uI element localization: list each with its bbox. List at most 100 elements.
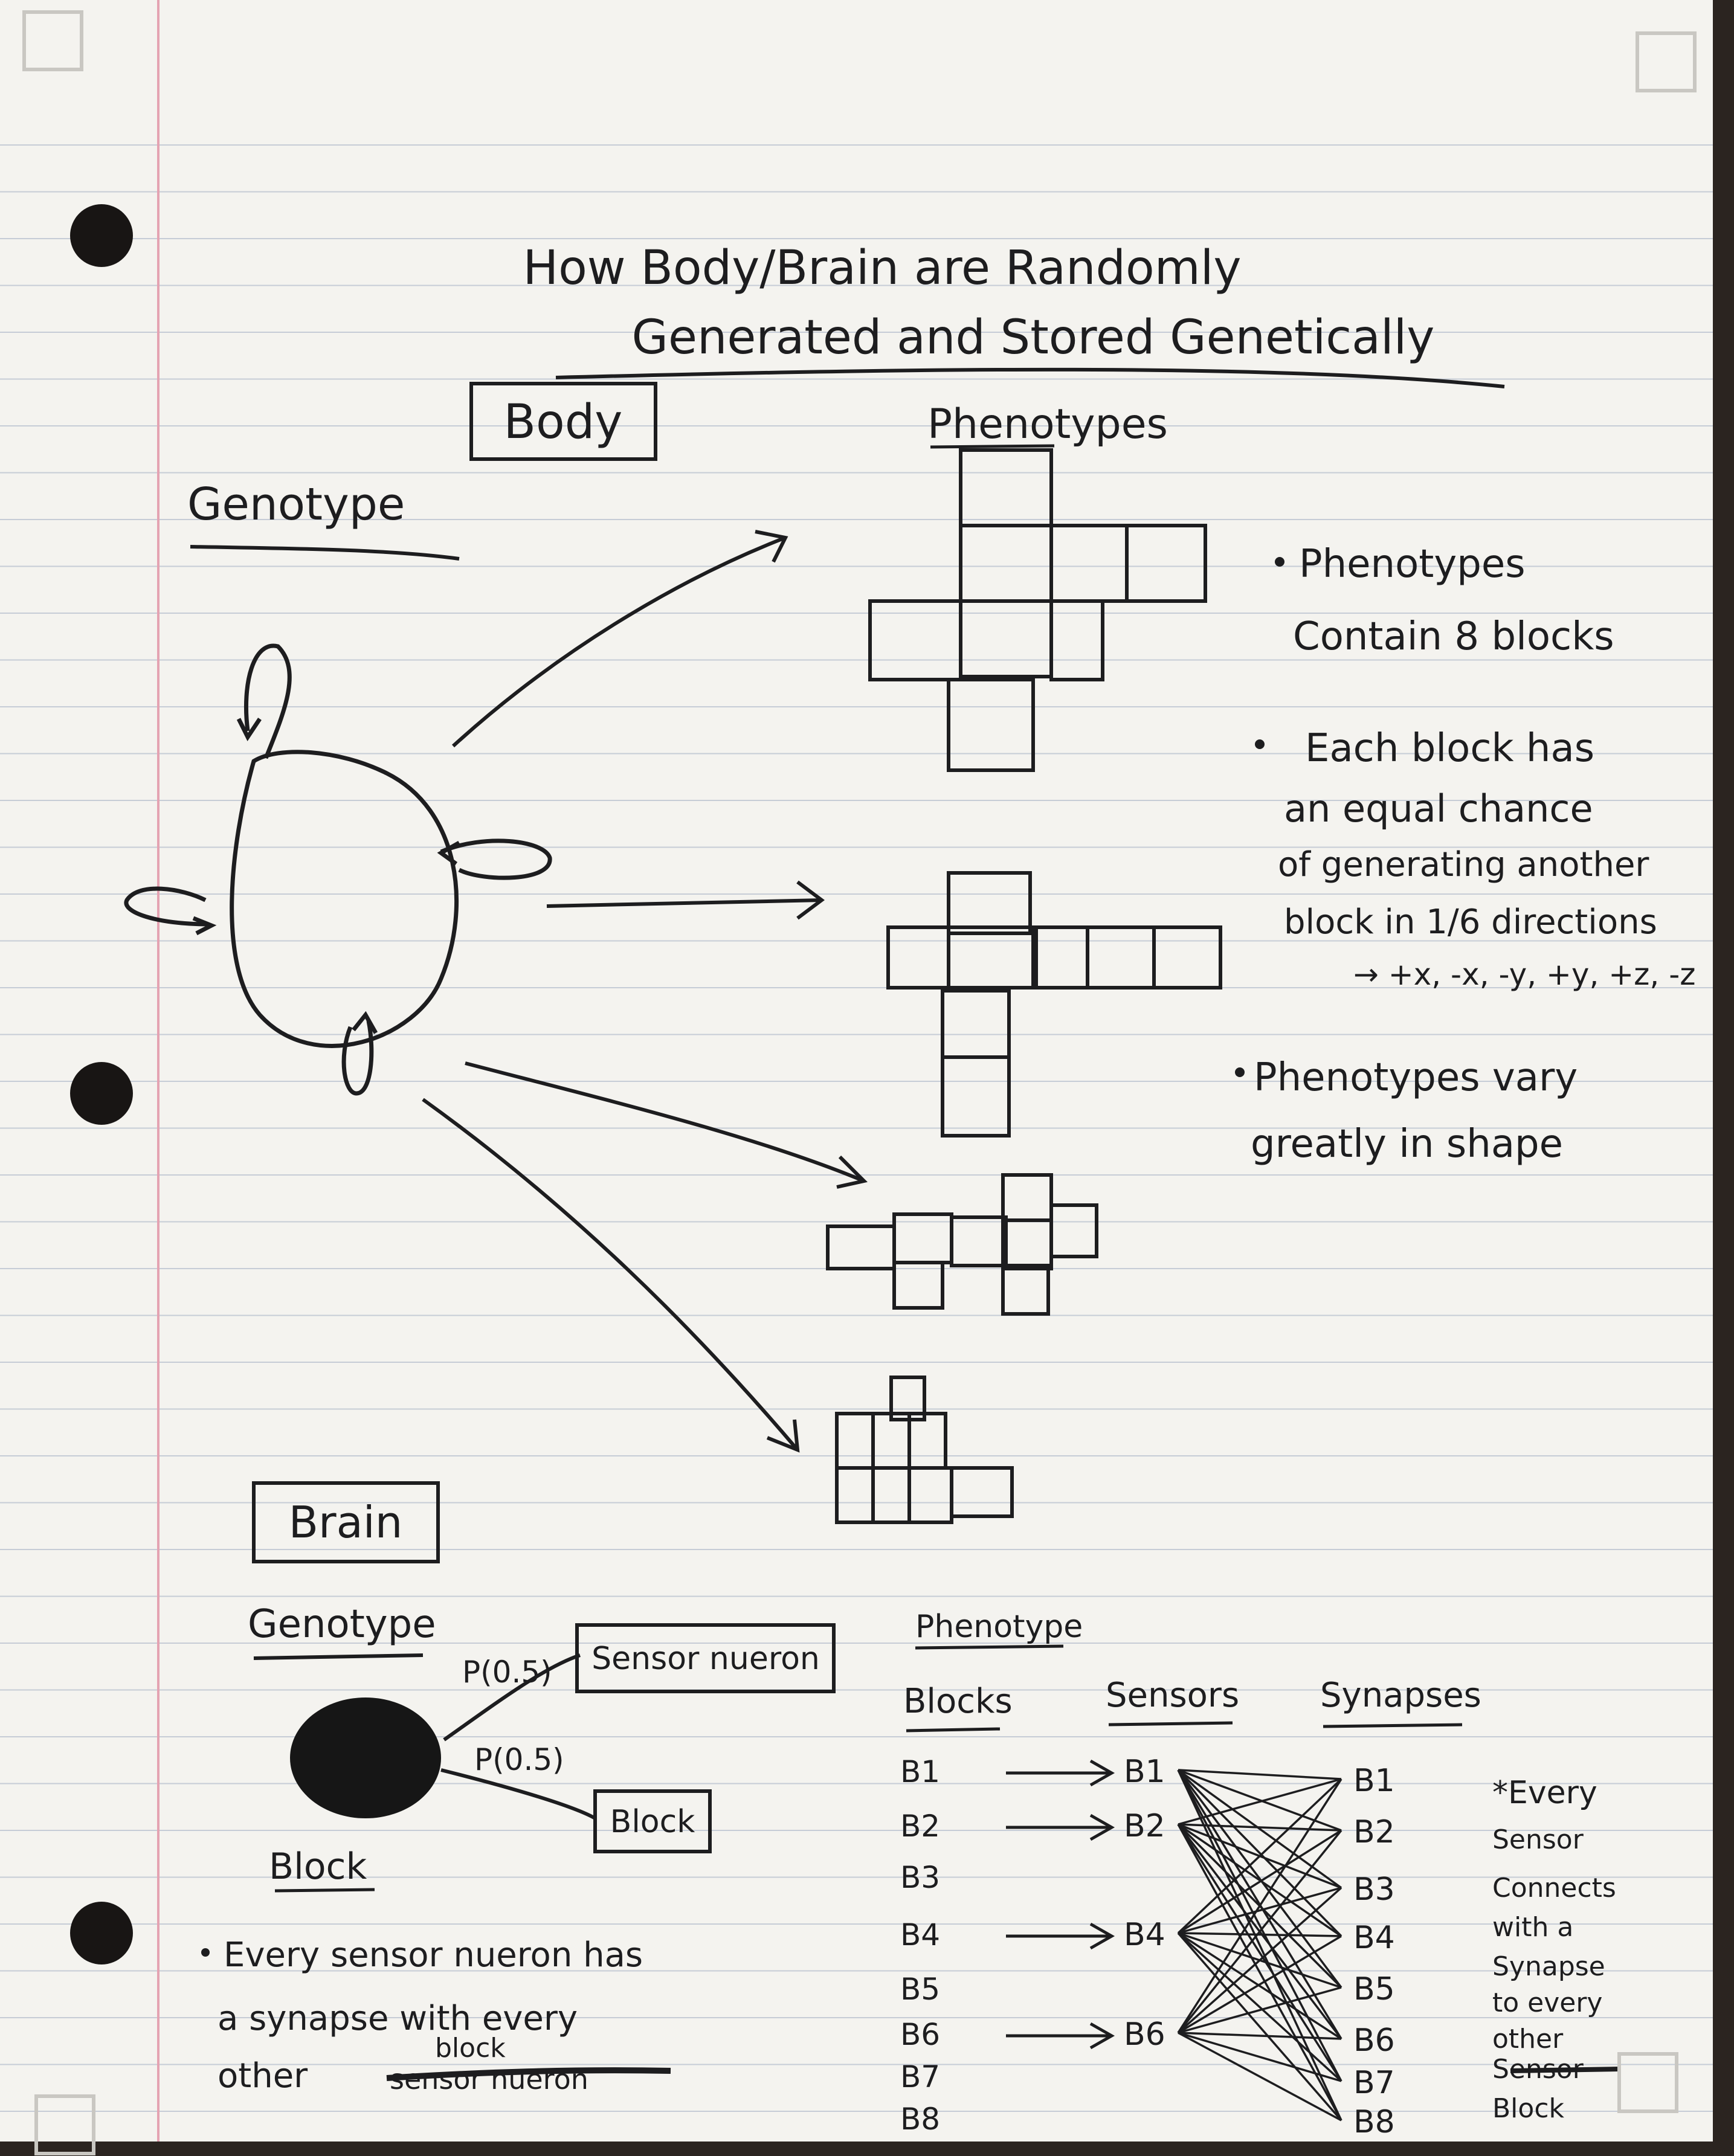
synapse-line <box>1178 1769 1342 1780</box>
corner-marker-top-right <box>1636 31 1697 92</box>
phenotype-3 <box>826 1173 1098 1316</box>
side-note-strike <box>1510 2067 1620 2073</box>
self-loop-left-arrowhead <box>192 916 217 936</box>
title-underline <box>555 367 1505 388</box>
phenotype-block <box>950 1466 1014 1518</box>
side-note-line: Connects <box>1492 1873 1616 1903</box>
synapse-label: B7 <box>1353 2065 1395 2101</box>
synapse-line <box>1177 1769 1342 2082</box>
corner-marker-bottom-left <box>34 2094 95 2155</box>
prob-sensor: P(0.5) <box>462 1655 552 1690</box>
body-heading: Body <box>504 395 623 449</box>
side-note-line: *Every <box>1492 1775 1597 1811</box>
self-loop-right-arrowhead <box>437 840 460 866</box>
brain-heading: Brain <box>289 1497 403 1548</box>
brain-phenotype-underline <box>915 1644 1064 1650</box>
synapse-line <box>1178 1778 1342 1826</box>
arrow-to-phenotype-4-head <box>766 1419 800 1453</box>
synapse-label: B6 <box>1353 2022 1395 2059</box>
synapse-line <box>1178 1932 1342 1937</box>
synapse-label: B8 <box>1353 2104 1395 2140</box>
body-phenotypes-label: Phenotypes <box>927 401 1168 448</box>
phenotype-4 <box>835 1376 1014 1524</box>
block-label: B2 <box>900 1809 940 1844</box>
strike-through <box>386 2067 671 2081</box>
genotype-to-phenotype-arrows <box>422 530 868 1453</box>
phenotype-block <box>947 925 1038 990</box>
binder-hole <box>70 1902 133 1965</box>
genotype-node <box>230 750 459 1048</box>
sensor-neuron-box-label: Sensor nueron <box>591 1641 820 1677</box>
branch-to-sensor <box>443 1653 581 1742</box>
synapse-line <box>1178 1935 1342 2034</box>
arrow-to-phenotype-1 <box>451 536 787 748</box>
phenotype-block <box>950 1215 1008 1267</box>
side-note-line: Block <box>1492 2093 1565 2124</box>
arrow-to-phenotype-4 <box>422 1098 799 1451</box>
self-loop-right <box>440 838 552 880</box>
sensor-label: B1 <box>1124 1754 1165 1790</box>
side-note-line: with a <box>1492 1912 1573 1943</box>
brain-heading-box <box>252 1481 440 1563</box>
synapse-label: B1 <box>1353 1763 1395 1799</box>
synapse-line <box>1177 1778 1342 1934</box>
brain-note-3: other <box>218 2056 308 2096</box>
phenotypes-underline <box>930 444 1055 449</box>
col-sensors-underline <box>1108 1721 1233 1726</box>
synapse-line <box>1177 1829 1342 2034</box>
synapse-label: B2 <box>1353 1814 1395 1850</box>
block-to-sensor-arrowhead <box>1089 1759 1115 1787</box>
brain-note-bullet <box>201 1948 210 1957</box>
brain-genotype-label: Genotype <box>248 1602 436 1647</box>
brain-block-label: Block <box>269 1845 367 1888</box>
self-loop-top <box>244 643 292 759</box>
synapse-label: B4 <box>1353 1920 1395 1956</box>
phenotype-block <box>1152 925 1222 990</box>
col-synapses: Synapses <box>1320 1676 1481 1715</box>
body-note-3: Each block has <box>1305 726 1594 771</box>
col-synapses-underline <box>1323 1723 1463 1728</box>
corner-marker-bottom-right <box>1617 2052 1678 2113</box>
block-label: B5 <box>900 1972 940 2007</box>
bullet-3 <box>1235 1067 1245 1077</box>
brain-genotype-underline <box>253 1653 424 1660</box>
phenotype-drawings <box>826 448 1222 1524</box>
synapse-line <box>1178 1823 1342 1937</box>
binder-hole <box>70 204 133 267</box>
col-blocks: Blocks <box>903 1682 1013 1721</box>
block-to-sensor-arrowhead <box>1089 1813 1115 1841</box>
phenotype-block <box>947 678 1035 772</box>
body-note-7: → +x, -x, -y, +y, +z, -z <box>1353 957 1696 992</box>
bullet-2 <box>1255 739 1265 749</box>
block-box <box>593 1789 712 1853</box>
phenotype-block <box>1049 1203 1098 1258</box>
arrow-to-phenotype-2 <box>546 898 822 908</box>
brain-note-2: a synapse with every <box>218 1999 578 2038</box>
block-to-sensor-arrowhead <box>1089 1922 1115 1950</box>
col-blocks-underline <box>906 1727 1001 1733</box>
genotype-graph <box>124 643 552 1096</box>
block-label: B1 <box>900 1754 940 1789</box>
synapse-line <box>1177 1769 1342 1937</box>
brain-block-underline <box>274 1888 375 1893</box>
body-note-1: Phenotypes <box>1299 542 1526 587</box>
brain-note-1: Every sensor nueron has <box>224 1936 643 1975</box>
bullet-1 <box>1275 557 1284 567</box>
block-label: B3 <box>900 1860 940 1895</box>
synapse-line <box>1178 2032 1342 2122</box>
block-label: B6 <box>900 2017 940 2052</box>
block-to-sensor-arrowhead <box>1089 2022 1115 2050</box>
synapse-line <box>1177 1769 1342 2121</box>
synapse-line <box>1178 1986 1342 2034</box>
synapse-line <box>1178 1829 1342 1934</box>
block-box-label: Block <box>610 1804 695 1840</box>
arrow-to-phenotype-3 <box>465 1061 865 1183</box>
side-note-line: other <box>1492 2024 1564 2055</box>
sensor-label: B4 <box>1124 1917 1165 1953</box>
synapse-line <box>1177 1824 1342 2121</box>
side-note-line: Sensor <box>1492 1824 1584 1855</box>
